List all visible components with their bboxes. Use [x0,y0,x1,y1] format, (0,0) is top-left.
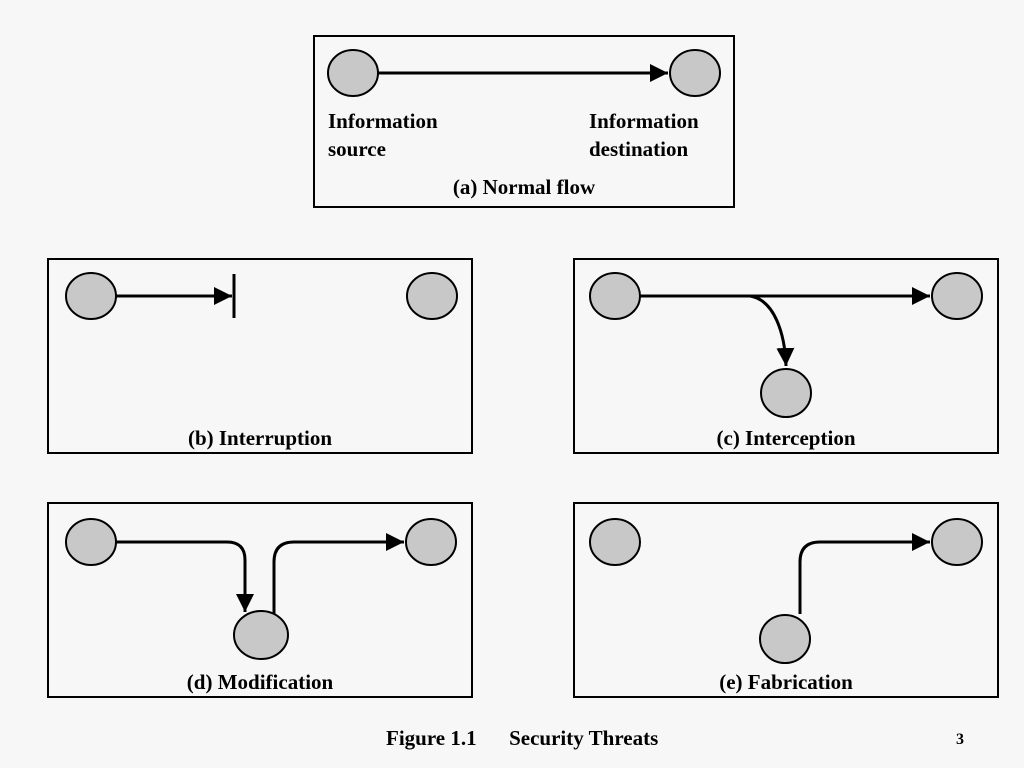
modify-in-arrow [116,540,254,612]
destination-node [931,518,983,566]
source-label: Information source [328,109,438,161]
caption-fabrication: (e) Fabrication [719,670,853,694]
caption-modification: (d) Modification [186,670,334,694]
modification-diagram [65,518,457,660]
destination-node [406,272,458,320]
interception-diagram [589,272,983,418]
panel-normal-flow: Information source Information destinati… [313,35,735,208]
modify-out-arrow [272,533,404,614]
source-node [589,518,641,566]
caption-interruption: (b) Interruption [187,426,333,450]
figure-number: Figure 1.1 [386,726,477,750]
destination-node [931,272,983,320]
modifier-node [233,610,289,660]
panel-interruption: (b) Interruption [47,258,473,454]
destination-label: Information destination [589,109,699,161]
figure-caption: Figure 1.1 Security Threats [386,726,658,751]
caption-normal-flow: (a) Normal flow [452,175,596,199]
source-node [327,49,379,97]
destination-node [669,49,721,97]
fabricate-arrow [798,533,930,614]
destination-node [405,518,457,566]
fabricator-node [759,614,811,664]
intercept-arrow [749,294,795,367]
panel-fabrication: (e) Fabrication [573,502,999,698]
figure-title: Security Threats [509,726,659,750]
source-node [589,272,641,320]
panel-modification: (d) Modification [47,502,473,698]
source-node [65,518,117,566]
page-number: 3 [956,731,964,748]
panel-interception: (c) Interception [573,258,999,454]
interruption-diagram [65,272,458,320]
normal-flow-diagram [327,49,721,97]
interceptor-node [760,368,812,418]
caption-interception: (c) Interception [716,426,856,450]
fabrication-diagram [589,518,983,664]
source-node [65,272,117,320]
